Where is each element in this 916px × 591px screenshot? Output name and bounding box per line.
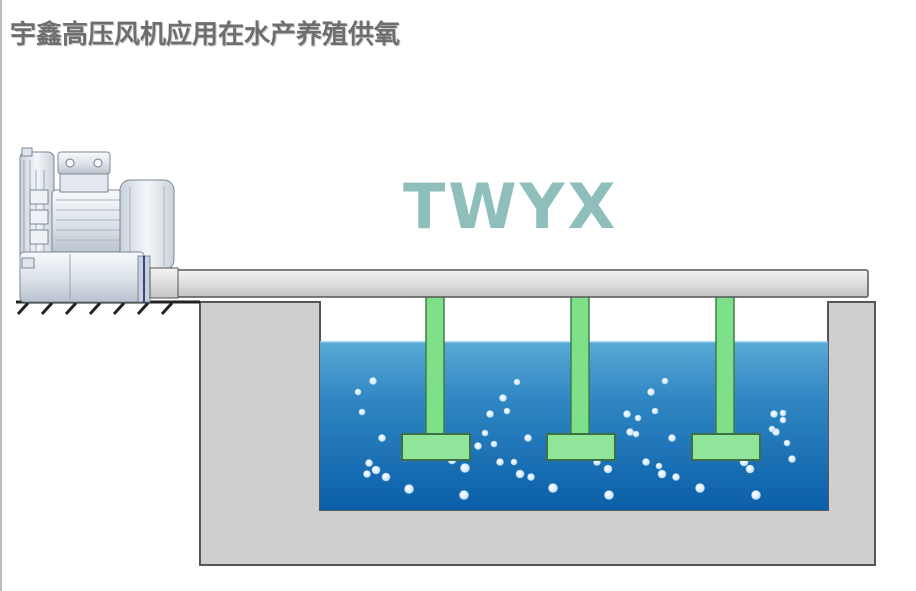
air-bubble — [363, 470, 371, 478]
ground-hatch-icon — [16, 300, 200, 316]
air-bubble — [783, 439, 791, 447]
air-bubble — [745, 464, 755, 474]
high-pressure-blower-icon — [19, 147, 179, 303]
air-bubble — [513, 378, 521, 386]
air-bubble — [779, 409, 787, 417]
riser-pipe — [570, 295, 590, 437]
air-bubble — [381, 472, 391, 482]
air-bubble — [378, 434, 386, 442]
diffuser-head — [401, 433, 471, 461]
diffuser-assembly-3 — [691, 295, 761, 461]
air-bubble — [365, 459, 373, 467]
air-bubble — [499, 394, 507, 402]
air-bubble — [634, 414, 642, 422]
air-bubble — [510, 458, 518, 466]
air-bubble — [404, 484, 414, 494]
air-bubble — [358, 408, 366, 416]
air-bubble — [603, 464, 613, 474]
air-bubble — [481, 429, 489, 437]
air-bubble — [460, 463, 470, 473]
diffuser-head — [691, 433, 761, 461]
air-bubble — [371, 465, 381, 475]
air-bubble — [779, 416, 787, 424]
air-bubble — [623, 410, 631, 418]
air-bubble — [788, 455, 796, 463]
air-bubble — [655, 462, 663, 470]
air-bubble — [642, 458, 650, 466]
air-bubble — [459, 490, 469, 500]
diffuser-head — [546, 433, 616, 461]
air-bubble — [626, 428, 634, 436]
air-bubble — [490, 440, 498, 448]
air-bubble — [474, 442, 482, 450]
air-bubble — [496, 458, 504, 466]
diffuser-assembly-2 — [546, 295, 616, 461]
air-bubble — [503, 407, 511, 415]
air-bubble — [661, 377, 669, 385]
air-bubble — [632, 430, 640, 438]
air-bubble — [672, 473, 680, 481]
air-bubble — [668, 434, 676, 442]
air-bubble — [604, 490, 614, 500]
air-bubble — [751, 490, 761, 500]
riser-pipe — [425, 295, 445, 437]
air-bubble — [486, 410, 494, 418]
air-bubble — [770, 410, 778, 418]
air-bubble — [657, 469, 667, 479]
riser-pipe — [715, 295, 735, 437]
air-bubbles — [354, 377, 796, 500]
air-bubble — [768, 425, 776, 433]
left-border — [0, 0, 2, 591]
air-bubble — [651, 407, 659, 415]
brand-watermark: TWYX — [403, 170, 618, 243]
air-bubble — [548, 483, 558, 493]
page-title: 宇鑫高压风机应用在水产养殖供氧 — [10, 20, 401, 50]
air-bubble — [695, 483, 705, 493]
air-pipe — [175, 269, 869, 298]
air-bubble — [354, 388, 362, 396]
air-bubble — [527, 473, 535, 481]
air-bubble — [524, 434, 532, 442]
air-bubble — [647, 388, 655, 396]
air-bubble — [369, 377, 377, 385]
air-bubble — [515, 469, 525, 479]
